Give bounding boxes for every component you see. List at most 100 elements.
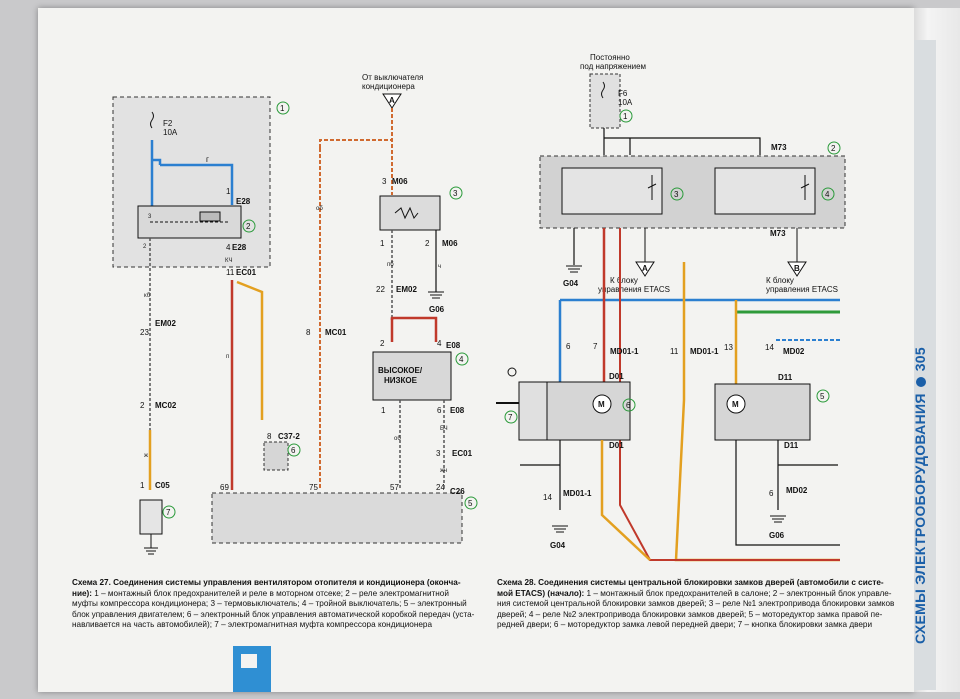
callout-4b: 4 <box>821 187 835 201</box>
callout-2: 2 <box>242 219 256 233</box>
side-banner <box>914 40 936 690</box>
caption-27-line2: 1 – монтажный блок предохранителей и рел… <box>92 588 449 598</box>
connector-m73-bottom: M73 <box>770 229 786 238</box>
callout-3: 3 <box>449 186 463 200</box>
svg-text:7: 7 <box>166 508 171 517</box>
wire-code-kch: КЧ <box>225 258 233 264</box>
pin-57: 57 <box>390 483 399 492</box>
connector-c37: C37-2 <box>278 432 300 441</box>
caption-27-line5: навливается на часть автомобилей); 7 – э… <box>72 620 433 630</box>
pin-2: 2 <box>143 244 147 250</box>
connector-c26: C26 <box>450 487 465 496</box>
svg-text:M: M <box>732 400 739 409</box>
connector-d11-b: D11 <box>784 441 799 450</box>
connector-m06-top: M06 <box>392 177 408 186</box>
constant-power-label-2: под напряжением <box>580 62 646 71</box>
wire-code-r: г <box>206 155 209 164</box>
callout-7: 7 <box>162 505 176 519</box>
caption-27-line3: муфты компрессора кондиционера; 3 – терм… <box>72 599 467 609</box>
svg-text:3: 3 <box>453 189 458 198</box>
connector-m06-right: M06 <box>442 239 458 248</box>
svg-text:2: 2 <box>246 222 251 231</box>
wire-mc01 <box>319 139 392 490</box>
callout-4: 4 <box>455 352 469 366</box>
pin-6c: 6 <box>769 489 774 498</box>
key-icon <box>507 367 517 377</box>
wire-code-ch: ч <box>438 264 441 270</box>
switch-label-2: НИЗКОЕ <box>384 376 418 385</box>
svg-text:6: 6 <box>626 401 631 410</box>
connector-e28-bottom: E28 <box>232 243 247 252</box>
pin-11b: 11 <box>670 347 679 356</box>
connector-m73-top: M73 <box>771 143 787 152</box>
connector-d11-a: D11 <box>778 373 793 382</box>
wire-code-bch: БЧ <box>440 426 448 432</box>
svg-text:7: 7 <box>508 413 513 422</box>
svg-text:5: 5 <box>820 392 825 401</box>
svg-text:3: 3 <box>148 214 152 220</box>
arrow-a2-label: A <box>642 264 648 273</box>
connector-ec01-b: EC01 <box>452 449 473 458</box>
caption-28-line3: ния системой центральной блокировки замк… <box>497 599 895 609</box>
connector-g04-bottom: G04 <box>550 541 566 550</box>
pin-14: 14 <box>765 343 774 352</box>
callout-2b: 2 <box>827 141 841 155</box>
pin-2b: 2 <box>140 401 145 410</box>
wire-code-zh: ж <box>144 453 148 459</box>
etacs-1-label-2: управления ETACS <box>598 285 670 294</box>
svg-text:4: 4 <box>825 190 830 199</box>
connector-mc02: MC02 <box>155 401 177 410</box>
pin-6b: 6 <box>566 342 571 351</box>
svg-text:1: 1 <box>623 112 628 121</box>
ac-switch-label-2: кондиционера <box>362 82 415 91</box>
fuse-f6-icon <box>601 81 605 99</box>
pin-3b: 3 <box>436 449 441 458</box>
caption-28-title: Схема 28. Соединения системы центральной… <box>497 578 884 587</box>
etacs-2-label-1: К блоку <box>766 276 794 285</box>
wire-code-kb: кб <box>144 293 151 299</box>
pin-24: 24 <box>436 483 445 492</box>
engine-ecu <box>211 492 463 544</box>
fuse-f2-icon <box>150 111 154 129</box>
chapter-tab <box>233 646 271 692</box>
relay-1 <box>561 167 663 215</box>
fuse-f6-id: F6 <box>618 89 628 98</box>
callout-5b: 5 <box>816 389 830 403</box>
pin-6: 6 <box>437 406 442 415</box>
ground-icon <box>144 547 158 555</box>
pin-69: 69 <box>220 483 229 492</box>
ground-g04-bottom-icon <box>552 525 568 533</box>
caption-27: Схема 27. Соединения системы управления … <box>72 578 482 631</box>
pin-13: 13 <box>724 343 733 352</box>
arrow-a-icon <box>382 93 402 109</box>
connector-g06: G06 <box>429 305 445 314</box>
callout-6: 6 <box>287 443 301 457</box>
red-wire-switch <box>390 316 438 342</box>
pin-75: 75 <box>309 483 318 492</box>
pin-1b: 1 <box>140 481 145 490</box>
connector-md01-1-b: MD01-1 <box>690 347 719 356</box>
right-door-actuator <box>714 383 811 441</box>
interior-fuse-block <box>589 73 621 129</box>
connector-e28-top: E28 <box>236 197 251 206</box>
pin-7b: 7 <box>593 342 598 351</box>
etacs-1-label-1: К блоку <box>610 276 638 285</box>
motor-icon <box>592 394 612 414</box>
caption-27-line4: блок управления двигателем; 6 – электрон… <box>72 609 475 619</box>
triple-switch <box>372 351 452 401</box>
callout-5: 5 <box>464 496 478 510</box>
caption-28-line5: редней двери; 6 – моторедуктор замка лев… <box>497 620 873 630</box>
connector-em02: EM02 <box>155 319 176 328</box>
ground-g06b-icon <box>770 515 786 523</box>
connector-c05: C05 <box>155 481 170 490</box>
callout-1: 1 <box>276 101 290 115</box>
connector-md02-b: MD02 <box>786 486 808 495</box>
connector-ec01: EC01 <box>236 268 257 277</box>
svg-text:6: 6 <box>291 446 296 455</box>
orange-wire-ec01 <box>236 280 264 420</box>
wire-code-zhch: жч <box>440 468 447 474</box>
tcm-block <box>263 441 289 471</box>
caption-27-title: Схема 27. Соединения системы управления … <box>72 578 461 587</box>
arrow-b-label: B <box>794 264 800 273</box>
pin-4: 4 <box>226 243 231 252</box>
